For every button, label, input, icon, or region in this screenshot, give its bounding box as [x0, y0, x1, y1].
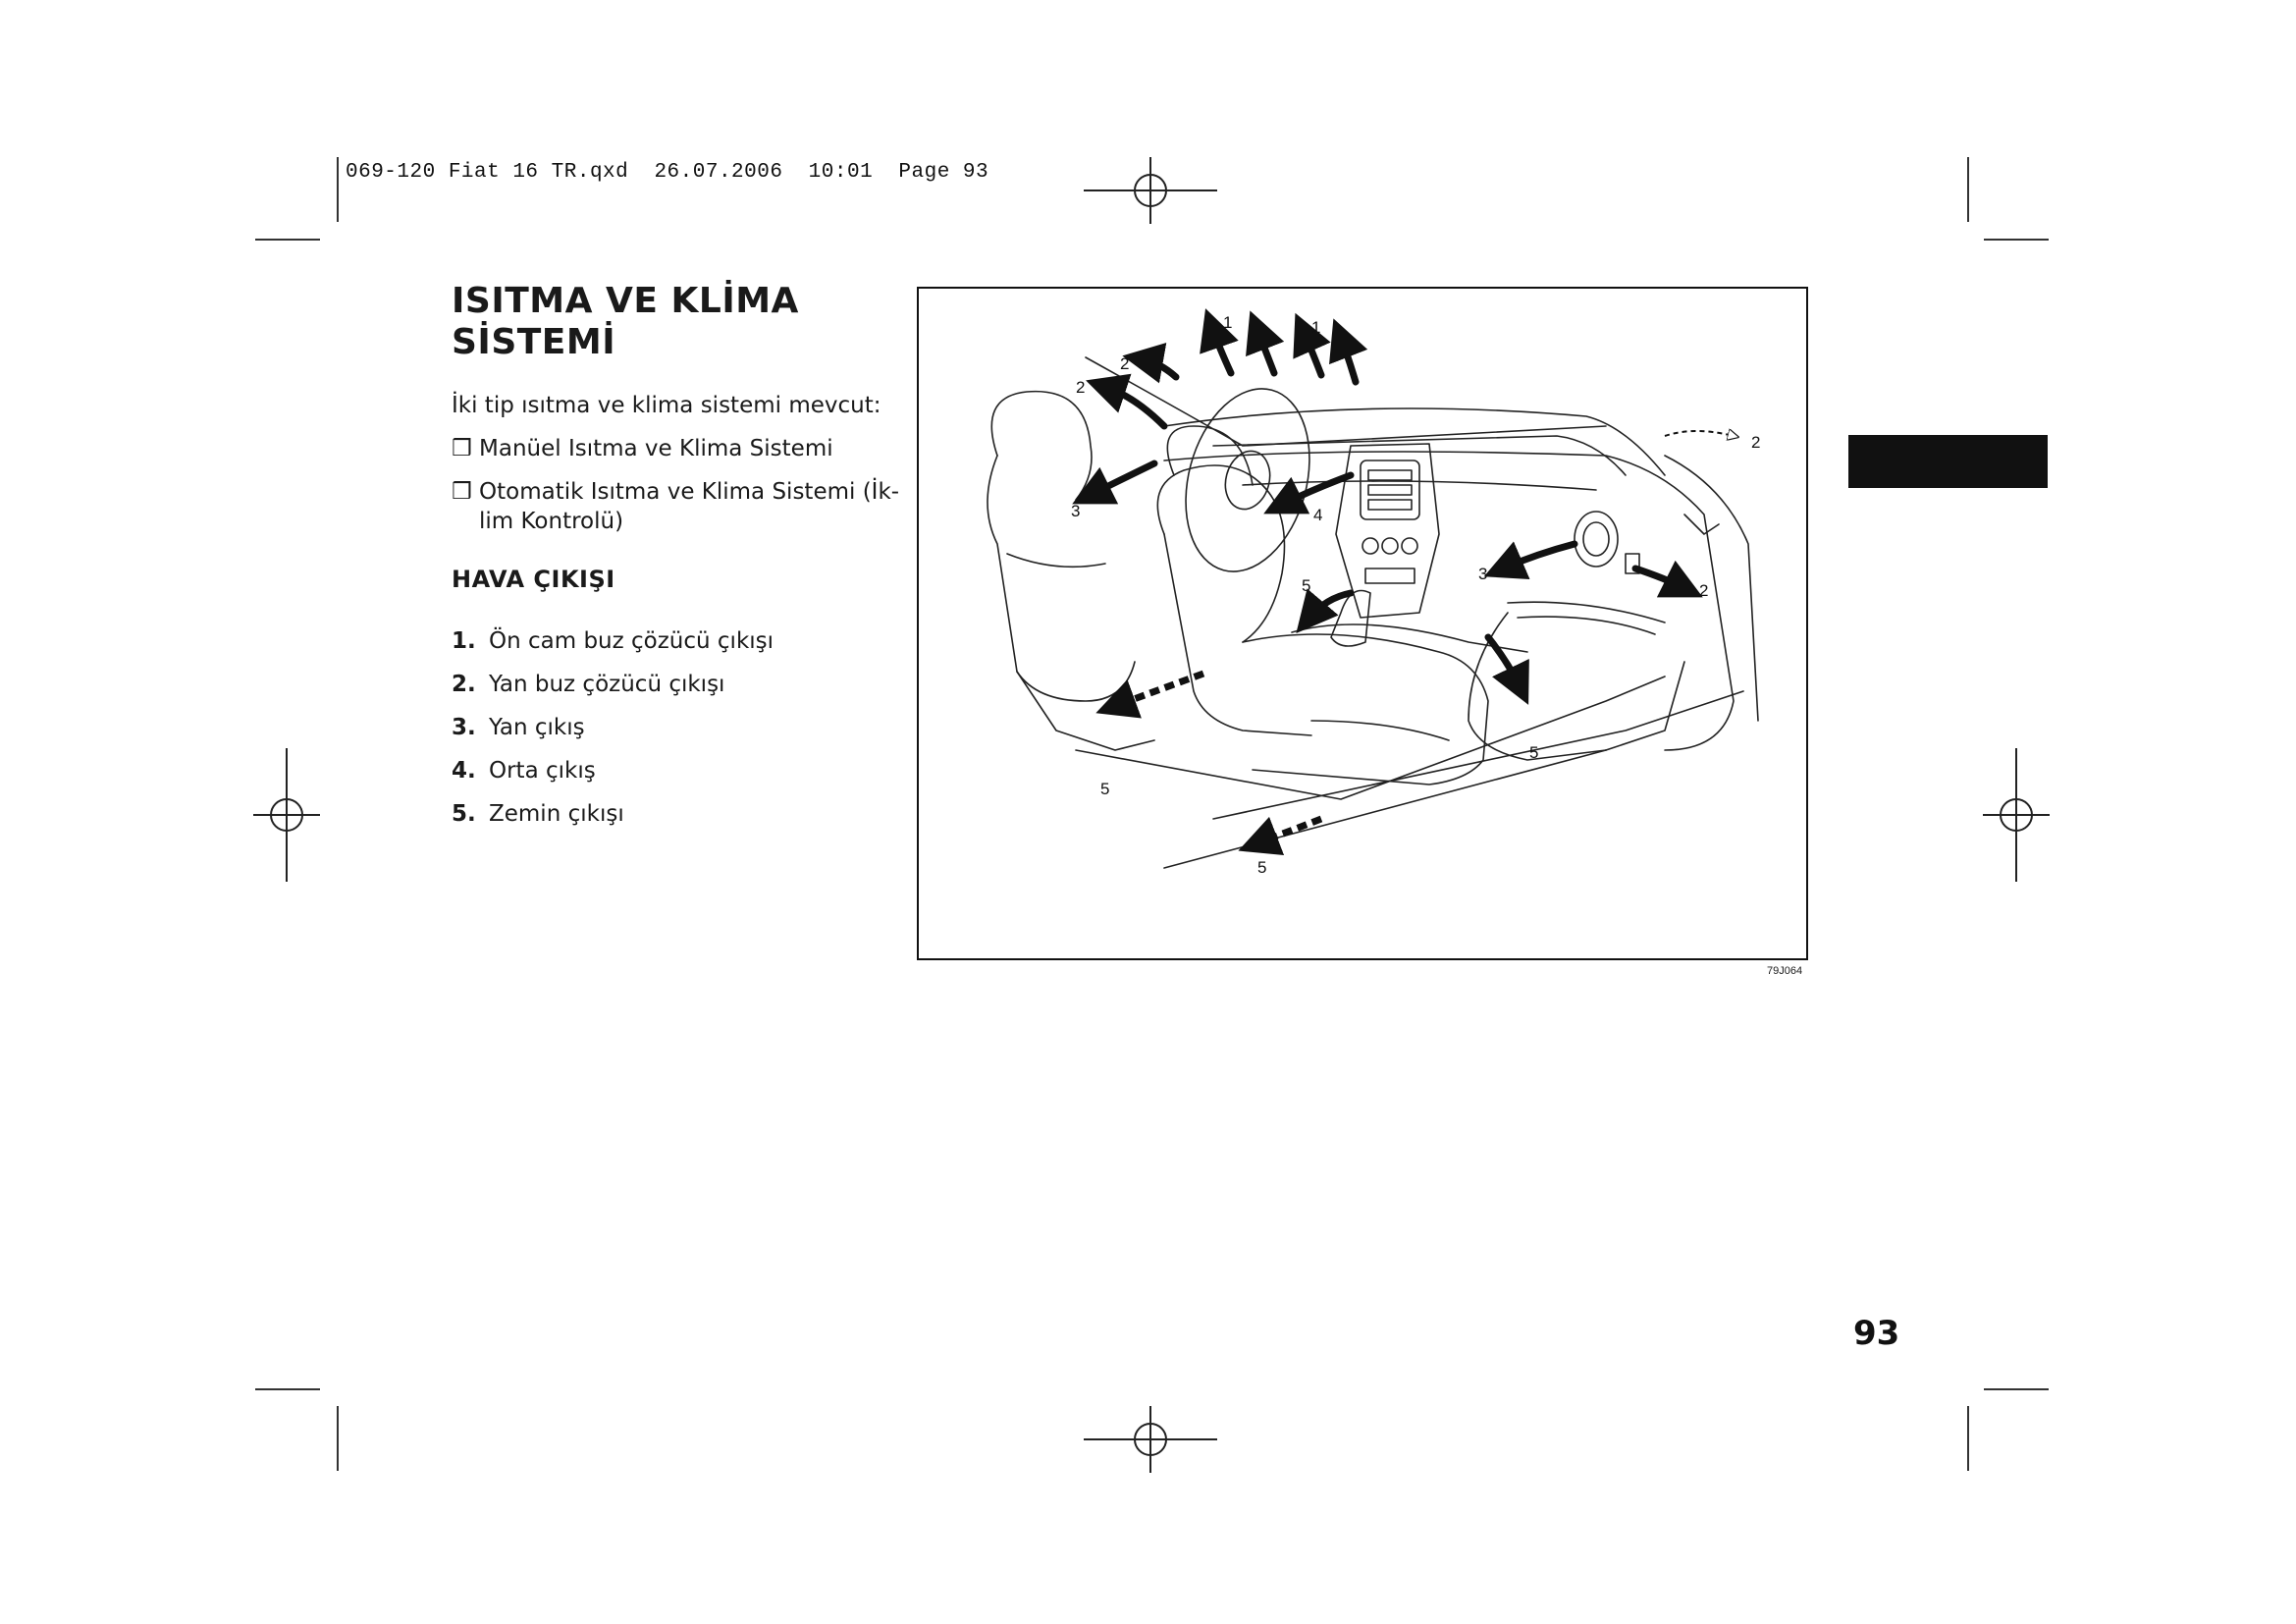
- page-number: 93: [1853, 1314, 1900, 1353]
- file-slug: 069-120 Fiat 16 TR.qxd 26.07.2006 10:01 …: [346, 161, 989, 184]
- item-number: 2.: [452, 672, 476, 697]
- callout-number: 4: [1313, 506, 1322, 524]
- registration-mark-left: [253, 748, 320, 882]
- item-label: Ön cam buz çözücü çıkışı: [489, 628, 774, 654]
- checkbox-bullet-icon: ❒: [452, 436, 472, 461]
- callout-number: 1: [1311, 318, 1320, 337]
- callout-number: 1: [1223, 313, 1232, 332]
- callout-number: 2: [1076, 378, 1085, 397]
- item-number: 5.: [452, 801, 476, 827]
- item-number: 4.: [452, 758, 476, 784]
- callout-number: 2: [1751, 433, 1760, 452]
- section-title-line1: ISITMA VE KLİMA: [452, 281, 799, 321]
- list-item: 4. Orta çıkış: [452, 756, 903, 785]
- car-interior-illustration: 1 1 2 2 2 2 3 3 4 5 5 5 5: [987, 308, 1760, 877]
- checkbox-bullet-icon: ❒: [452, 479, 472, 505]
- list-item: ❒ Manüel Isıtma ve Klima Sistemi: [452, 434, 903, 463]
- list-item: 2. Yan buz çözücü çıkışı: [452, 670, 903, 699]
- vents-heading: HAVA ÇIKIŞI: [452, 566, 615, 593]
- list-item: 1. Ön cam buz çözücü çıkışı: [452, 626, 903, 656]
- callout-number: 2: [1120, 354, 1129, 373]
- item-label: Yan çıkış: [489, 715, 585, 740]
- list-item: ❒ Otomatik Isıtma ve Klima Sistemi (İk-l…: [452, 477, 903, 536]
- callout-number: 3: [1071, 502, 1080, 520]
- registration-mark-right: [1983, 748, 2050, 882]
- bullet-text: Manüel Isıtma ve Klima Sistemi: [479, 436, 833, 461]
- item-label: Yan buz çözücü çıkışı: [489, 672, 725, 697]
- section-tab-marker: [1848, 435, 2048, 488]
- item-label: Zemin çıkışı: [489, 801, 624, 827]
- callout-number: 2: [1699, 581, 1708, 600]
- callout-number: 5: [1529, 743, 1538, 762]
- section-title-line2: SİSTEMİ: [452, 322, 616, 362]
- callout-number: 5: [1100, 780, 1109, 798]
- bullet-text: Otomatik Isıtma ve Klima Sistemi (İk-lim…: [479, 479, 900, 534]
- callout-number: 5: [1302, 576, 1310, 595]
- registration-mark-top: [1084, 157, 1217, 224]
- item-number: 3.: [452, 715, 476, 740]
- intro-text: İki tip ısıtma ve klima sistemi mevcut:: [452, 393, 881, 418]
- item-number: 1.: [452, 628, 476, 654]
- figure-code: 79J064: [1767, 965, 1803, 977]
- list-item: 3. Yan çıkış: [452, 713, 903, 742]
- registration-mark-bottom: [1084, 1406, 1217, 1473]
- list-item: 5. Zemin çıkışı: [452, 799, 903, 829]
- callout-number: 5: [1257, 858, 1266, 877]
- callout-number: 3: [1478, 565, 1487, 583]
- section-title: ISITMA VE KLİMA SİSTEMİ: [452, 281, 923, 363]
- vent-diagram-frame: 1 1 2 2 2 2 3 3 4 5 5 5 5: [917, 287, 1808, 960]
- item-label: Orta çıkış: [489, 758, 596, 784]
